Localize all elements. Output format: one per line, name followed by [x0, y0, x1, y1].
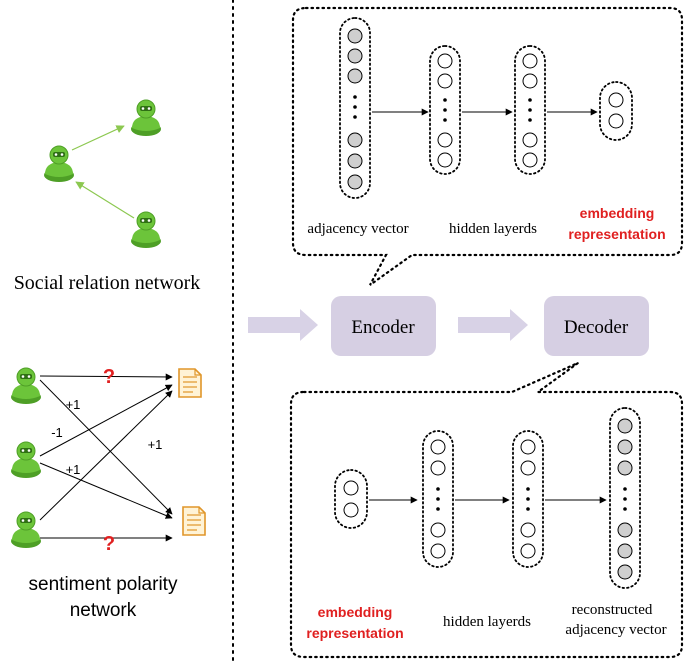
decoder-box [544, 296, 649, 356]
input-node [347, 153, 363, 169]
input-layer [339, 17, 371, 199]
embedding-label: embedding [580, 205, 655, 221]
hidden-layer [422, 430, 454, 568]
user-icon [43, 145, 75, 183]
output-layer [609, 407, 641, 589]
user-icon [10, 441, 42, 479]
output-layer-label: adjacency vector [565, 622, 666, 638]
input-node [347, 68, 363, 84]
input-node [347, 174, 363, 190]
hidden-node [430, 460, 446, 476]
hidden-layer [512, 430, 544, 568]
embedding-label: embedding [318, 604, 393, 620]
polarity-edge [39, 379, 173, 515]
decoder-label: Decoder [564, 317, 629, 338]
encoder-detail-bubble: adjacency vector hidden layerds embeddin… [291, 6, 684, 286]
social-network-title: Social relation network [14, 272, 201, 294]
bubble-border [289, 361, 684, 659]
output-node [617, 543, 633, 559]
hidden-node [437, 73, 453, 89]
polarity-edge [39, 384, 173, 457]
embedding-label: representation [568, 226, 665, 242]
hidden-node [520, 439, 536, 455]
hidden-node [522, 132, 538, 148]
social-edge [75, 181, 135, 219]
hidden-layer-label: hidden layerds [443, 614, 531, 630]
hidden-node [520, 543, 536, 559]
embedding-layer [334, 469, 368, 529]
embedding-label: representation [306, 625, 403, 641]
hidden-node [520, 522, 536, 538]
embedding-layer [599, 81, 633, 141]
hidden-node [430, 439, 446, 455]
bubble-border [291, 6, 684, 286]
polarity-edge [39, 373, 173, 381]
sentiment-polarity-network: ? ? +1 -1 +1 +1 sentiment polarity netwo… [10, 366, 206, 621]
hidden-node [520, 460, 536, 476]
pipeline-arrow [458, 309, 528, 341]
output-node [617, 418, 633, 434]
hidden-node [437, 152, 453, 168]
hidden-node [430, 543, 446, 559]
sentiment-network-title: network [70, 600, 137, 621]
pipeline: Encoder Decoder [248, 296, 649, 356]
input-node [347, 132, 363, 148]
hidden-layer [514, 45, 546, 175]
hidden-node [522, 73, 538, 89]
user-icon [10, 367, 42, 405]
document-icon [178, 368, 202, 398]
hidden-layer [429, 45, 461, 175]
embedding-node [608, 92, 624, 108]
embedding-node [343, 480, 359, 496]
hidden-node [522, 53, 538, 69]
hidden-node [437, 132, 453, 148]
output-layer-label: reconstructed [572, 602, 653, 618]
pipeline-arrow [248, 309, 318, 341]
output-node [617, 522, 633, 538]
user-icon [130, 99, 162, 137]
social-relation-network: Social relation network [14, 99, 201, 294]
output-node [617, 439, 633, 455]
unknown-polarity-mark: ? [103, 366, 115, 388]
decoder-detail-bubble: embedding representation hidden layerds … [289, 361, 684, 659]
social-edge [71, 125, 125, 151]
polarity-edge [39, 390, 173, 521]
edge-label: +1 [66, 462, 81, 477]
unknown-polarity-mark: ? [103, 533, 115, 555]
edge-label: +1 [66, 397, 81, 412]
user-icon [130, 211, 162, 249]
hidden-node [437, 53, 453, 69]
document-icon [182, 506, 206, 536]
embedding-node [608, 113, 624, 129]
user-icon [10, 511, 42, 549]
hidden-node [522, 152, 538, 168]
output-node [617, 564, 633, 580]
output-node [617, 460, 633, 476]
hidden-node [430, 522, 446, 538]
encoder-box [331, 296, 436, 356]
input-node [347, 48, 363, 64]
edge-label: +1 [148, 437, 163, 452]
sentiment-network-title: sentiment polarity [29, 574, 178, 595]
polarity-edge [39, 462, 173, 519]
edge-label: -1 [51, 425, 63, 440]
hidden-layer-label: hidden layerds [449, 221, 537, 237]
embedding-node [343, 502, 359, 518]
input-layer-label: adjacency vector [307, 221, 408, 237]
encoder-label: Encoder [351, 317, 415, 338]
input-node [347, 28, 363, 44]
